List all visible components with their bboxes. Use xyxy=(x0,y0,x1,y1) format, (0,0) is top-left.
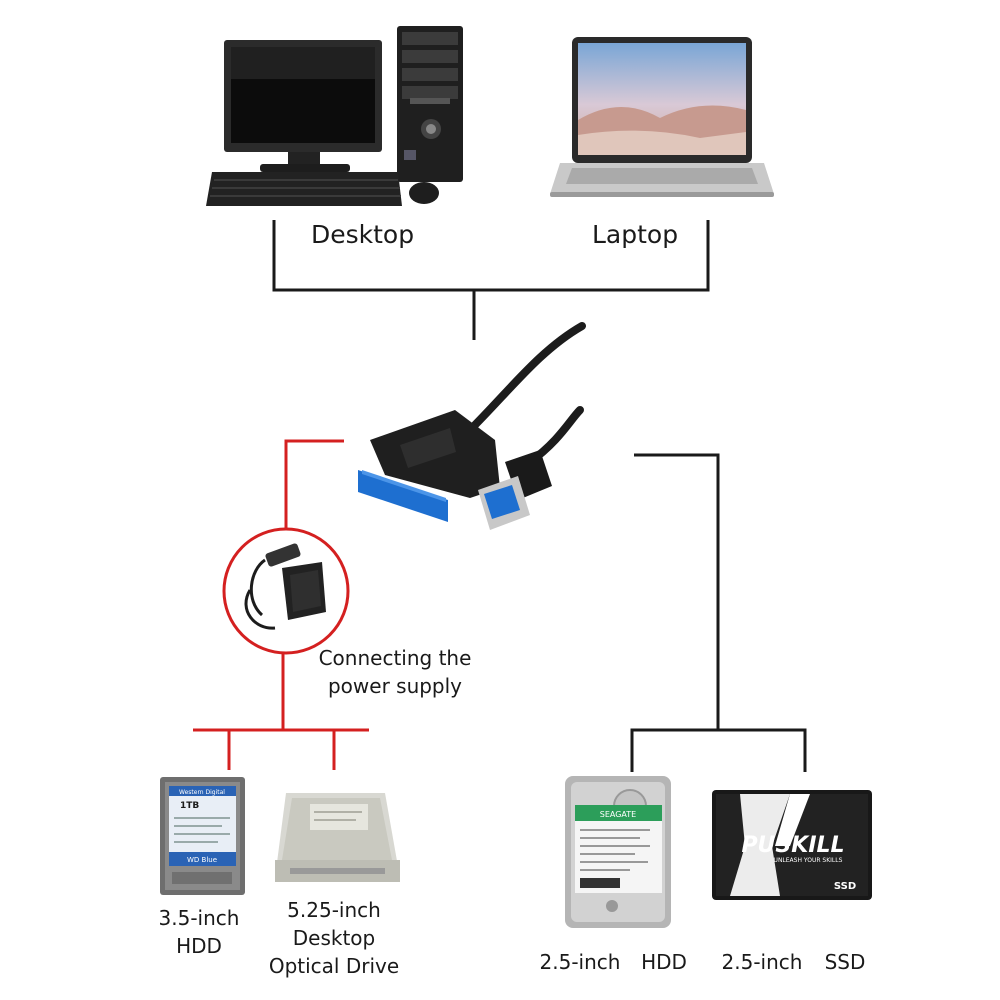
keyboard xyxy=(206,172,402,206)
hdd35-label: 3.5-inch HDD xyxy=(149,904,249,960)
hdd25-size-label: 2.5-inch xyxy=(539,950,621,974)
laptop-label: Laptop xyxy=(592,220,679,249)
ssd-25-inch: PUSKILL UNLEASH YOUR SKILLS SSD xyxy=(712,790,872,900)
sata-usb-adapter xyxy=(358,322,586,530)
ssd-badge: SSD xyxy=(834,881,856,892)
hdd35-capacity: 1TB xyxy=(180,801,199,811)
adapter-to-power-line xyxy=(284,439,344,530)
optical-drive xyxy=(275,793,400,882)
power-label-line-2: power supply xyxy=(327,674,463,698)
tower xyxy=(397,26,463,182)
usb-plug xyxy=(478,450,552,530)
laptop xyxy=(550,37,774,197)
monitor xyxy=(224,40,382,172)
hdd35-label-line-1: 3.5-inch xyxy=(158,906,240,930)
ssd-tagline: UNLEASH YOUR SKILLS xyxy=(774,857,843,864)
desktop-laptop-bracket xyxy=(272,220,710,292)
hdd-25-inch: SEAGATE xyxy=(565,776,671,928)
optical-label: 5.25-inch Desktop Optical Drive xyxy=(264,896,404,980)
power-lines xyxy=(193,439,369,770)
optical-label-line-2: Desktop xyxy=(292,926,376,950)
power-supply-label: Connecting the power supply xyxy=(305,644,485,700)
25-drives-bracket xyxy=(630,728,807,772)
ssd25-size-label: 2.5-inch xyxy=(721,950,803,974)
power-adapter xyxy=(222,527,350,655)
mouse xyxy=(409,182,439,204)
hdd35-brand: Western Digital xyxy=(179,789,225,796)
data-lines xyxy=(272,220,807,772)
optical-label-line-1: 5.25-inch xyxy=(287,898,381,922)
power-label-line-1: Connecting the xyxy=(318,646,472,670)
sata-connector xyxy=(358,470,448,522)
hdd25-brand: SEAGATE xyxy=(600,810,636,819)
optical-label-line-3: Optical Drive xyxy=(268,954,400,978)
hdd35-label-line-2: HDD xyxy=(176,934,222,958)
ssd25-type-label: SSD xyxy=(824,950,866,974)
adapter-to-25-drives-line xyxy=(634,453,720,730)
hdd25-type-label: HDD xyxy=(641,950,687,974)
ssd-brand: PUSKILL xyxy=(741,833,844,858)
desktop-label: Desktop xyxy=(311,220,415,249)
desktop-computer xyxy=(206,26,463,206)
hdd-35-inch: Western Digital 1TB WD Blue xyxy=(160,777,245,895)
hdd35-series: WD Blue xyxy=(187,856,217,864)
